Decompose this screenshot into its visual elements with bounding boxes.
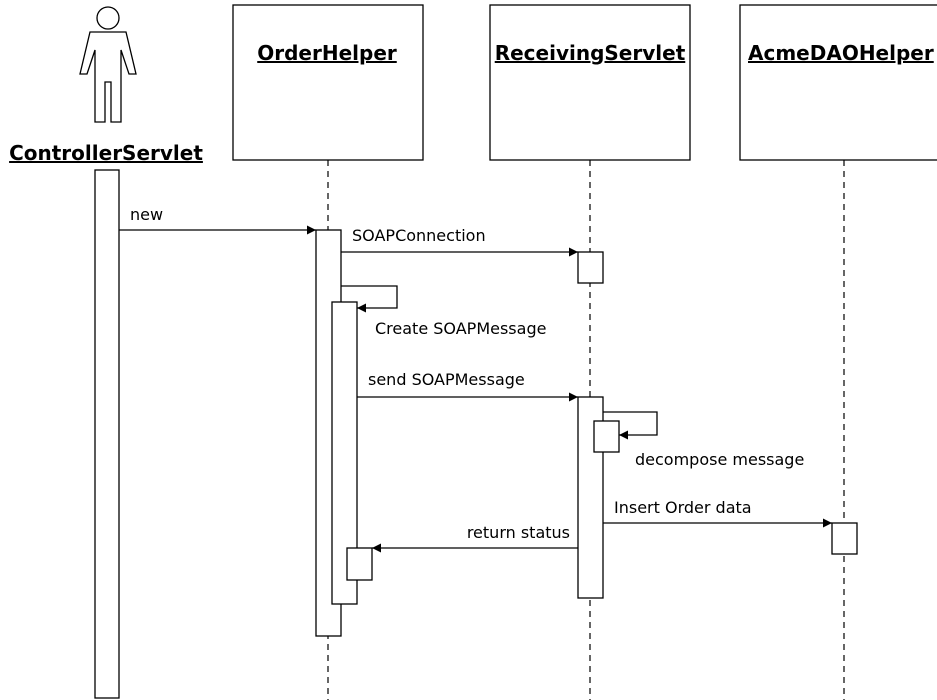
actor-figure xyxy=(79,6,137,123)
participant-name-order-helper: OrderHelper xyxy=(257,41,397,65)
message-label-new: new xyxy=(130,205,163,224)
participant-name-receiving-servlet: ReceivingServlet xyxy=(495,41,686,65)
message-arrow-decompose-message xyxy=(603,411,658,440)
participant-box-acme-dao-helper xyxy=(739,4,937,161)
participant-name-acme-dao-helper: AcmeDAOHelper xyxy=(748,41,934,65)
activation-controller-servlet xyxy=(94,169,120,699)
participant-box-order-helper xyxy=(232,4,424,161)
activation-acme-dao-helper xyxy=(831,522,858,555)
message-label-insert-order-data: Insert Order data xyxy=(614,498,752,517)
message-label-soap-connection: SOAPConnection xyxy=(352,226,486,245)
activation-receiving-servlet-connection xyxy=(577,251,604,284)
actor-name: ControllerServlet xyxy=(9,141,203,165)
participant-box-receiving-servlet xyxy=(489,4,691,161)
message-label-create-soap-message: Create SOAPMessage xyxy=(375,319,546,338)
activation-order-helper-return xyxy=(346,547,373,581)
message-label-return-status: return status xyxy=(467,523,570,542)
message-label-decompose-message: decompose message xyxy=(635,450,804,469)
activation-receiving-servlet-decompose xyxy=(593,420,620,453)
message-arrow-create-soap-message xyxy=(341,285,398,313)
message-label-send-soap-message: send SOAPMessage xyxy=(368,370,525,389)
